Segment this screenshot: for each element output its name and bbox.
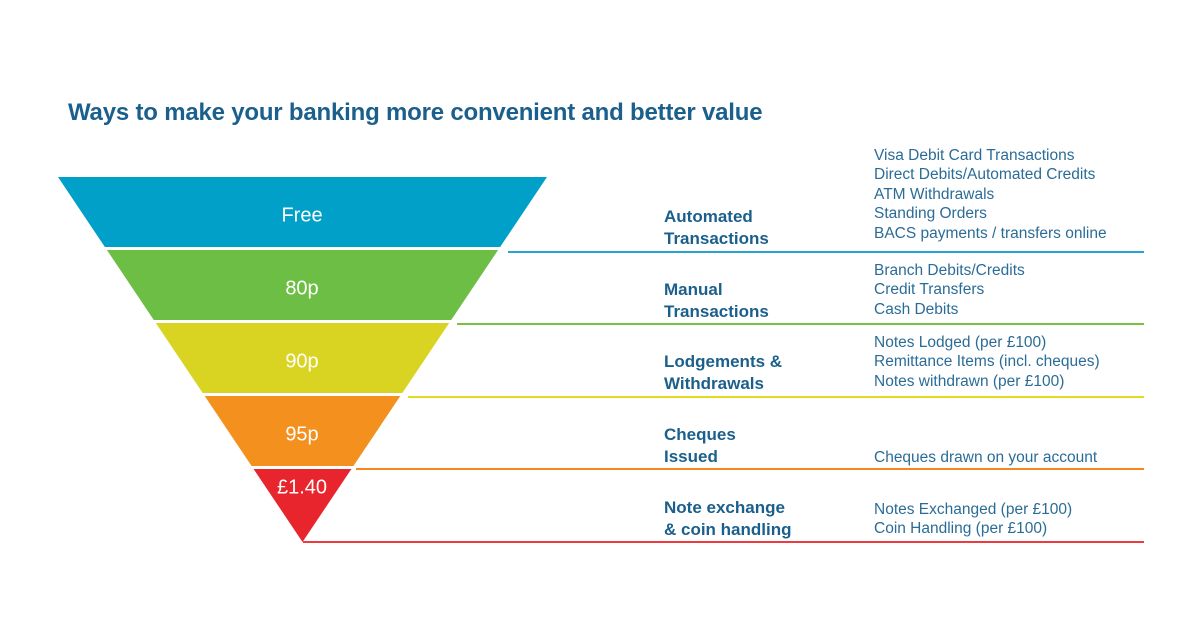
- row-category-line2: Issued: [664, 447, 718, 466]
- row-category-line2: Transactions: [664, 229, 769, 248]
- row-category-line2: Withdrawals: [664, 374, 764, 393]
- row-item: Visa Debit Card Transactions: [874, 147, 1075, 164]
- row-item: Cheques drawn on your account: [874, 449, 1098, 466]
- funnel-price-label: 90p: [285, 350, 319, 373]
- funnel-price-label: 95p: [285, 423, 319, 446]
- row-divider: [356, 468, 1144, 470]
- row-item: ATM Withdrawals: [874, 185, 995, 203]
- row-item: Standing Orders: [874, 205, 987, 223]
- row-item: Notes withdrawn (per £100): [874, 372, 1065, 390]
- row-item: Cash Debits: [874, 300, 959, 318]
- row-category-label: Note exchange & coin handling: [664, 497, 792, 541]
- row-item: Branch Debits/Credits: [874, 262, 1025, 279]
- row-category-line1: Note exchange: [664, 498, 785, 517]
- funnel-price-label: £1.40: [276, 476, 328, 499]
- row-divider: [303, 541, 1144, 543]
- row-item: Remittance Items (incl. cheques): [874, 353, 1100, 371]
- row-category-line2: Transactions: [664, 302, 769, 321]
- funnel-price-label: Free: [281, 204, 323, 227]
- row-category-line2: & coin handling: [664, 520, 792, 539]
- row-item-list: Notes Lodged (per £100) Remittance Items …: [874, 333, 1100, 391]
- row-category-line1: Manual: [664, 280, 723, 299]
- row-category-label: Lodgements & Withdrawals: [664, 351, 782, 395]
- row-divider: [408, 396, 1144, 398]
- page-title: Ways to make your banking more convenien…: [68, 99, 763, 126]
- row-item: BACS payments / transfers online: [874, 224, 1107, 242]
- row-item: Coin Handling (per £100): [874, 520, 1048, 538]
- row-category-line1: Cheques: [664, 425, 736, 444]
- row-item-list: Cheques drawn on your account: [874, 448, 1097, 467]
- row-item: Direct Debits/Automated Credits: [874, 166, 1096, 184]
- row-category-line1: Lodgements &: [664, 352, 783, 371]
- row-item: Notes Exchanged (per £100): [874, 501, 1073, 518]
- row-category-line1: Automated: [664, 207, 753, 226]
- funnel-price-label: 80p: [285, 277, 319, 300]
- row-item-list: Notes Exchanged (per £100) Coin Handling …: [874, 500, 1072, 539]
- row-divider: [508, 251, 1144, 253]
- row-item: Credit Transfers: [874, 281, 985, 299]
- row-item: Notes Lodged (per £100): [874, 334, 1047, 351]
- row-divider: [457, 323, 1144, 325]
